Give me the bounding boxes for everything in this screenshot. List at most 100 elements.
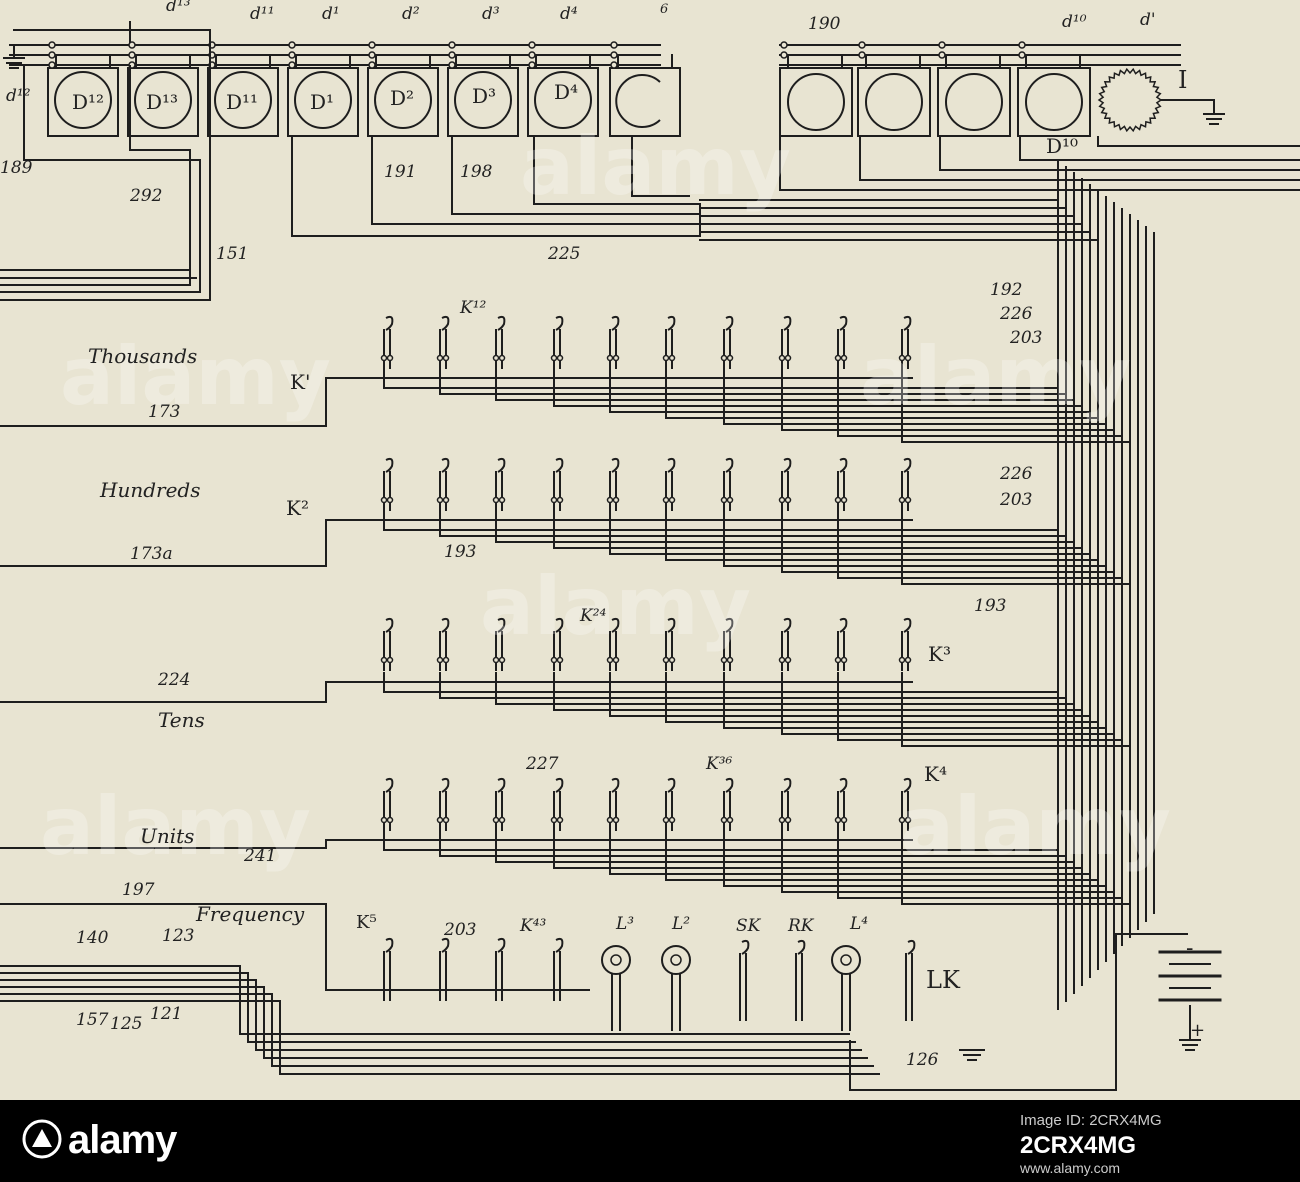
dial-icon xyxy=(54,71,112,129)
contact-terminal xyxy=(612,656,620,664)
key-icon xyxy=(667,777,676,793)
contact-terminal xyxy=(938,41,946,49)
dial-icon xyxy=(534,71,592,129)
contact-terminal xyxy=(720,656,728,664)
wire xyxy=(0,972,856,1043)
contact-terminal xyxy=(442,354,450,362)
contact-terminal xyxy=(528,51,536,59)
contact-terminal xyxy=(904,496,912,504)
contact-terminal xyxy=(904,354,912,362)
dial-icon xyxy=(865,73,923,131)
contact-terminal xyxy=(898,354,906,362)
contact-terminal xyxy=(1018,41,1026,49)
contact-terminal xyxy=(492,496,500,504)
wire xyxy=(383,510,1058,531)
image-id: 2CRX4MG xyxy=(1020,1132,1137,1159)
dial-icon xyxy=(374,71,432,129)
key-icon xyxy=(385,937,394,953)
key-icon xyxy=(783,617,792,633)
key-icon xyxy=(497,315,506,331)
wire xyxy=(371,136,700,225)
dial-box xyxy=(367,67,439,137)
contact-terminal xyxy=(612,496,620,504)
wire xyxy=(665,672,1098,723)
brand-logo[interactable]: alamy xyxy=(22,1118,177,1163)
wire xyxy=(901,830,1130,905)
wire xyxy=(837,830,1122,899)
dial-box xyxy=(527,67,599,137)
wire xyxy=(723,368,1106,425)
contact-terminal xyxy=(448,41,456,49)
site-url: www.alamy.com xyxy=(1020,1160,1121,1176)
contact-terminal xyxy=(610,41,618,49)
key-icon xyxy=(725,457,734,473)
inductor-icon xyxy=(1097,67,1162,133)
wire xyxy=(781,672,1114,735)
key-icon xyxy=(441,457,450,473)
wire xyxy=(0,30,211,301)
contact-terminal xyxy=(288,61,296,69)
wire xyxy=(0,986,868,1059)
lamp-icon xyxy=(831,945,861,975)
key-icon xyxy=(441,937,450,953)
contact-terminal xyxy=(662,816,670,824)
wire xyxy=(439,368,1066,395)
contact-terminal xyxy=(662,656,670,664)
wire xyxy=(383,368,1058,389)
key-icon xyxy=(611,457,620,473)
wire xyxy=(723,672,1106,729)
key-icon xyxy=(611,315,620,331)
contact-terminal xyxy=(612,354,620,362)
contact-terminal xyxy=(48,61,56,69)
image-id-label: Image ID: 2CRX4MG xyxy=(1020,1112,1162,1129)
contact-terminal xyxy=(448,61,456,69)
contact-terminal xyxy=(938,51,946,59)
contact-terminal xyxy=(778,816,786,824)
contact-terminal xyxy=(550,656,558,664)
wire xyxy=(723,510,1106,567)
contact-terminal xyxy=(528,61,536,69)
contact-terminal xyxy=(498,496,506,504)
contact-terminal xyxy=(380,816,388,824)
wire xyxy=(631,136,690,197)
wire xyxy=(609,830,1090,875)
key-icon xyxy=(497,937,506,953)
key-icon xyxy=(555,777,564,793)
contact-terminal xyxy=(606,656,614,664)
key-icon xyxy=(497,457,506,473)
circuit-diagram: alamy alamy alamy alamy alamy alamy d¹³ … xyxy=(0,0,1300,1091)
brand-name: alamy xyxy=(68,1118,177,1162)
lamp-icon xyxy=(601,945,631,975)
key-icon xyxy=(839,617,848,633)
dial-box xyxy=(447,67,519,137)
contact-terminal xyxy=(492,656,500,664)
contact-terminal xyxy=(492,354,500,362)
contact-terminal xyxy=(834,656,842,664)
contact-terminal xyxy=(368,51,376,59)
wire xyxy=(609,510,1090,555)
contact-terminal xyxy=(778,656,786,664)
wire xyxy=(901,368,1130,443)
wire xyxy=(0,993,874,1067)
contact-terminal xyxy=(386,496,394,504)
contact-terminal xyxy=(778,354,786,362)
key-icon xyxy=(907,939,916,955)
wire xyxy=(553,830,1082,869)
contact-terminal xyxy=(368,61,376,69)
contact-terminal xyxy=(436,354,444,362)
key-icon xyxy=(783,457,792,473)
wire xyxy=(723,830,1106,887)
contact-terminal xyxy=(784,656,792,664)
key-icon xyxy=(903,315,912,331)
key-icon xyxy=(839,777,848,793)
wire xyxy=(781,830,1114,893)
wire xyxy=(495,830,1074,863)
wire xyxy=(0,65,191,286)
dial-icon xyxy=(214,71,272,129)
wire xyxy=(901,510,1130,585)
key-icon xyxy=(555,937,564,953)
lamp-filament-icon xyxy=(610,954,622,966)
contact-terminal xyxy=(840,816,848,824)
wire xyxy=(495,368,1074,401)
contact-terminal xyxy=(550,496,558,504)
